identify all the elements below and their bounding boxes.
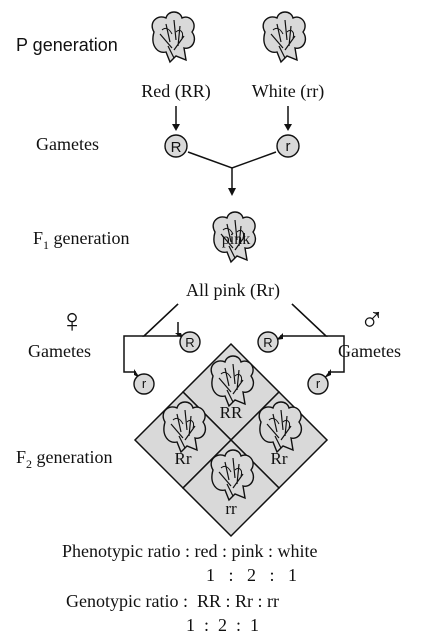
f1-subscript: 1 [43, 238, 49, 252]
red-arrowhead [172, 124, 180, 131]
fertilization-arrowhead [228, 188, 236, 196]
gamete-R-right-circle [257, 331, 279, 353]
male-r-arrowhead [324, 369, 331, 378]
phenotypic-ratio-label: Phenotypic ratio : red : pink : white [62, 541, 317, 561]
white-arrowhead [284, 124, 292, 131]
gamete-r-top-circle [276, 134, 300, 158]
gametes-right-label: Gametes [338, 341, 401, 361]
gamete-R-top-circle [164, 134, 188, 158]
female-symbol-icon: ♀ [59, 302, 85, 340]
f2-suffix: generation [32, 447, 112, 467]
gamete-R-left-circle [179, 331, 201, 353]
punnett-right-genotype: Rr [271, 449, 288, 468]
gamete-r-right-label: r [316, 376, 321, 391]
gamete-r-top-label: r [286, 138, 291, 155]
p-generation-label: P generation [16, 35, 118, 55]
punnett-left-genotype: Rr [175, 449, 192, 468]
gamete-r-left-circle [133, 373, 155, 395]
male-branch-lower [291, 303, 345, 373]
fertilization-lines [187, 151, 277, 169]
f1-suffix: generation [49, 228, 129, 248]
gamete-R-left-label: R [185, 335, 194, 350]
gamete-r-left-label: r [142, 376, 147, 391]
f2-subscript: 2 [26, 457, 32, 471]
punnett-bottom-genotype: rr [225, 499, 237, 518]
punnett-square: RR Rr Rr rr [133, 342, 329, 538]
white-parent-label: White (rr) [252, 81, 324, 102]
female-branch-lower [123, 303, 179, 373]
gamete-R-right-label: R [263, 335, 272, 350]
gamete-R-top-label: R [171, 139, 182, 156]
gametes-left-label: Gametes [28, 341, 91, 361]
red-parent-label: Red (RR) [141, 81, 211, 102]
white-parent-flower-icon [262, 11, 307, 63]
f2-generation-label: F2 generation [16, 447, 112, 471]
gamete-r-right-circle [307, 373, 329, 395]
f1-pink-overlay: pink [222, 231, 250, 248]
gametes-top-label: Gametes [36, 134, 99, 154]
punnett-top-genotype: RR [220, 403, 243, 422]
genotypic-ratio-label: Genotypic ratio : RR : Rr : rr [66, 591, 279, 611]
male-branch-upper [280, 303, 328, 337]
phenotypic-ratio-values: 1 : 2 : 1 [206, 565, 297, 585]
red-parent-flower-icon [151, 11, 196, 63]
f1-prefix: F [33, 228, 43, 248]
f2-prefix: F [16, 447, 26, 467]
all-pink-label: All pink (Rr) [186, 280, 280, 301]
genotypic-ratio-values: 1 : 2 : 1 [186, 615, 259, 635]
male-symbol-icon: ♂ [359, 301, 385, 339]
f1-generation-label: F1 generation [33, 228, 129, 252]
